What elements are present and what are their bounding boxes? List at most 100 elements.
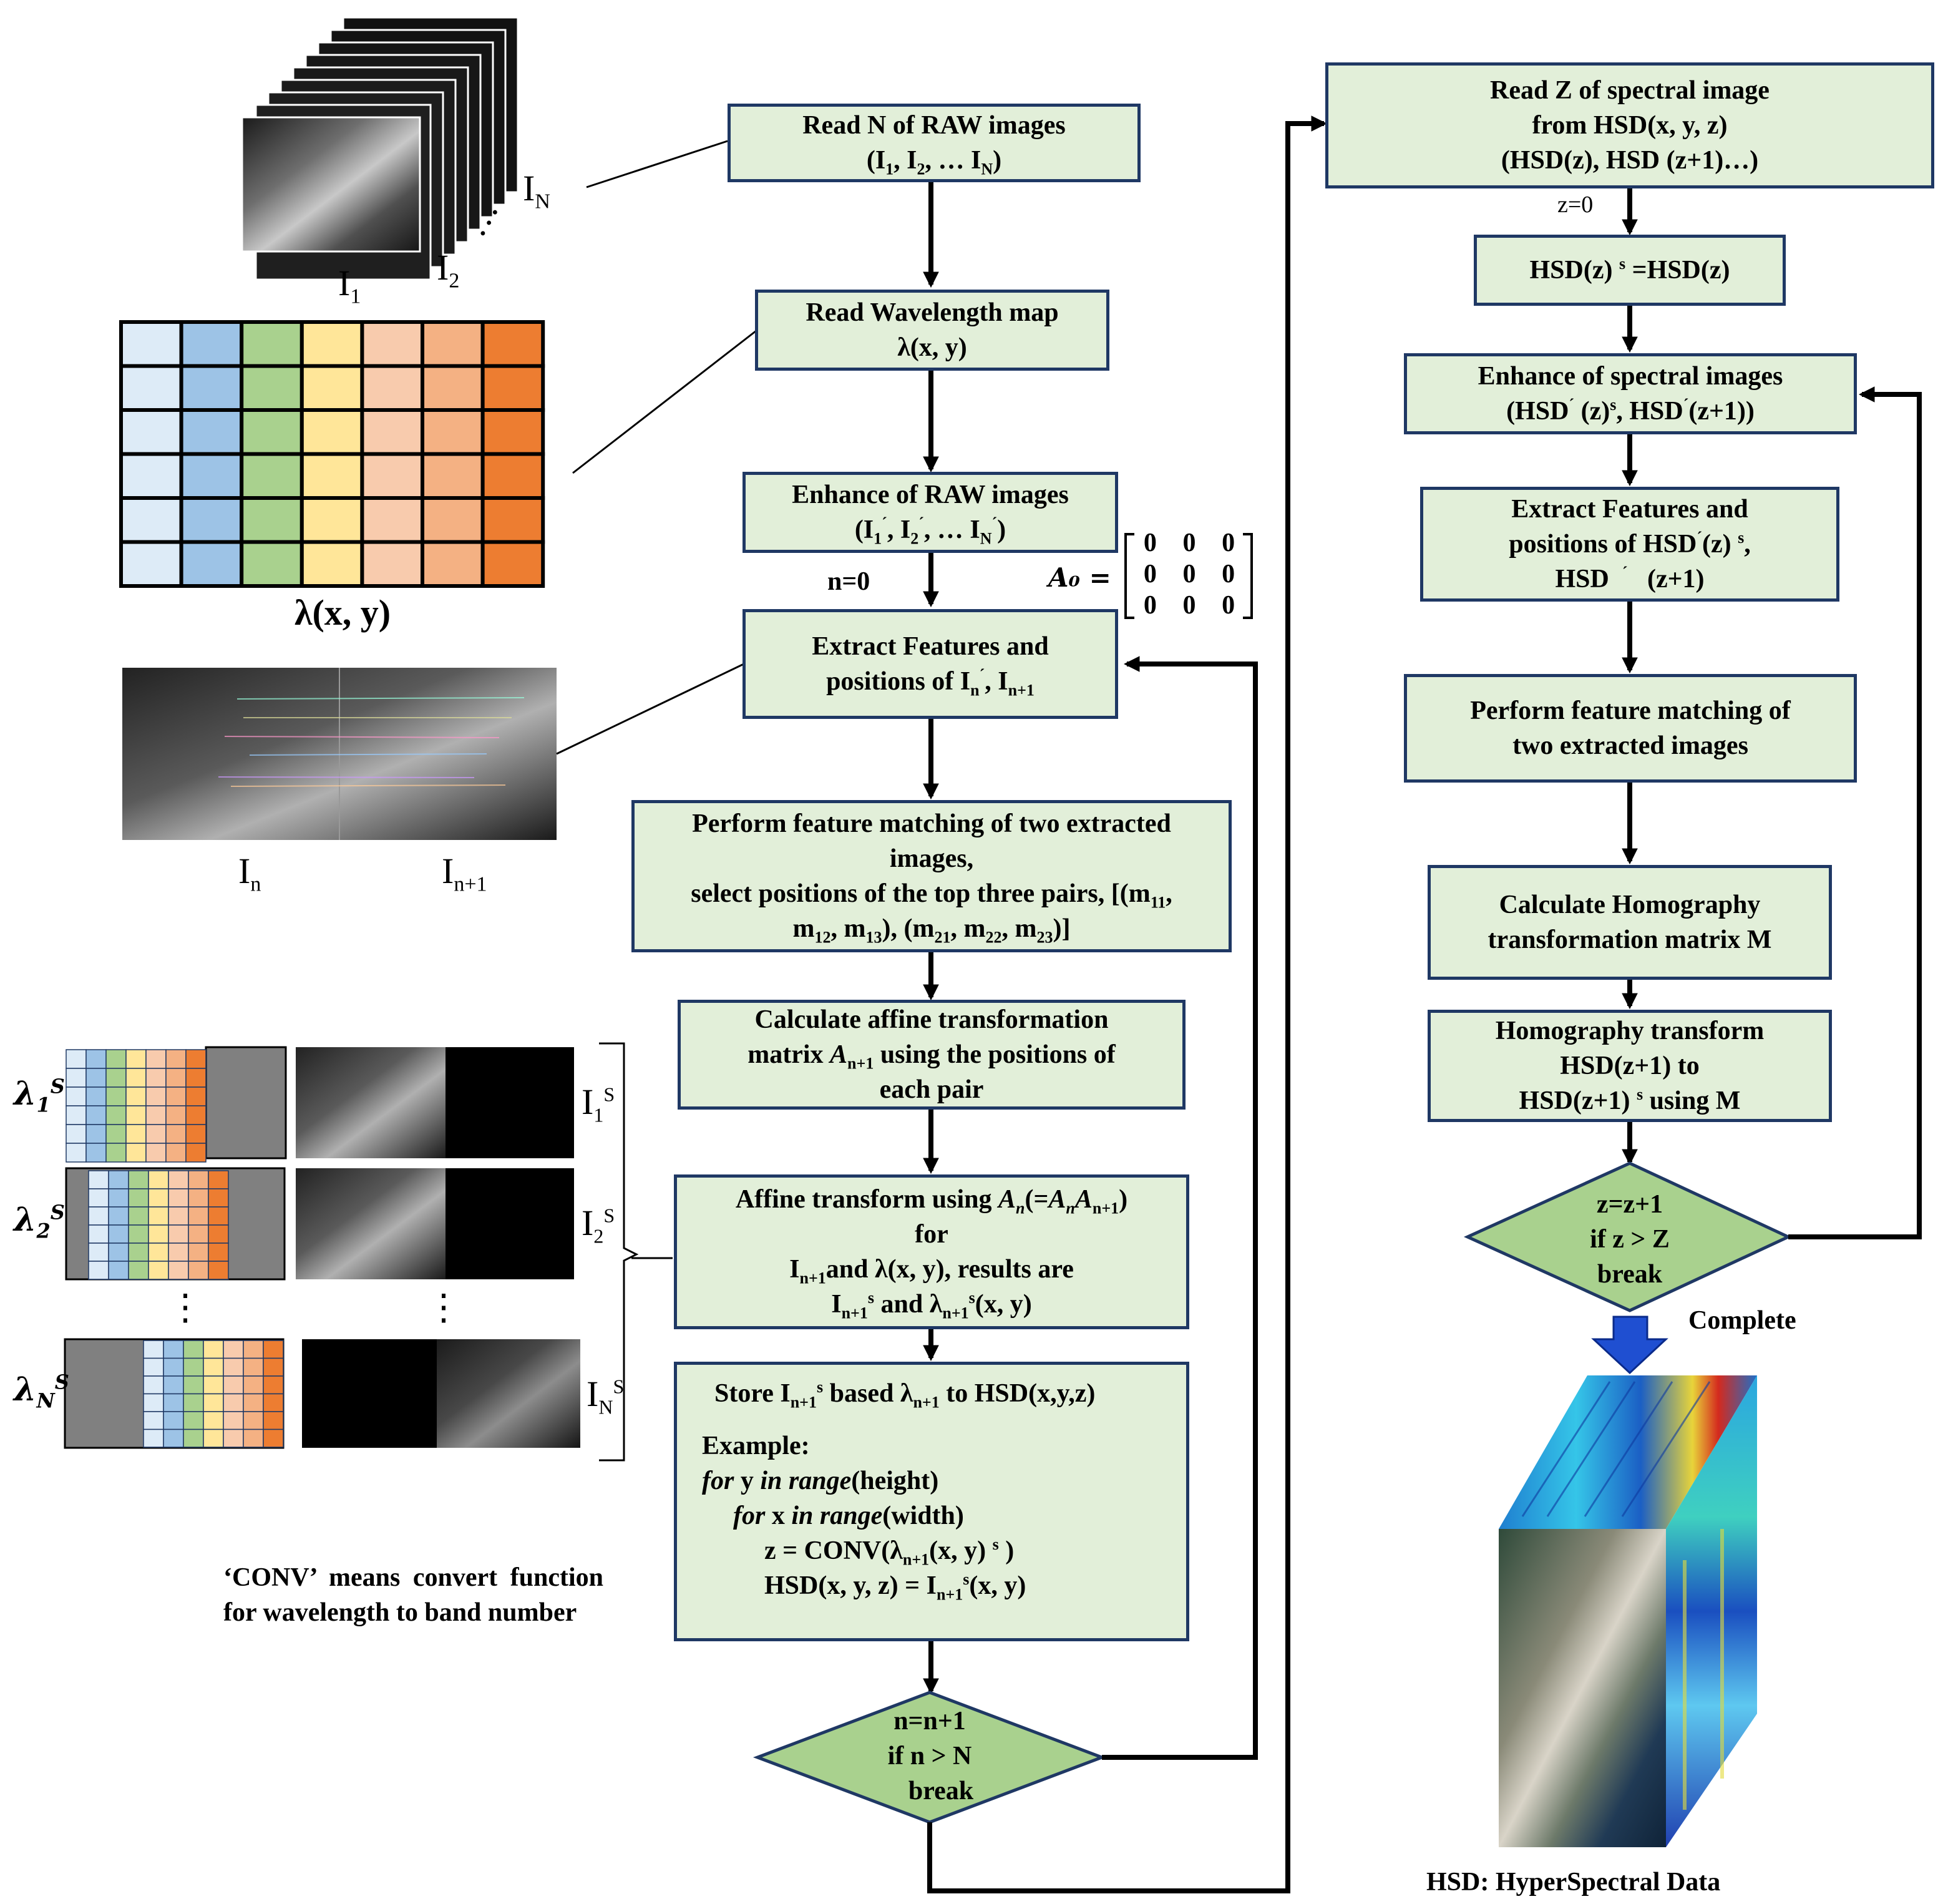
- wavelength-cell: [208, 1261, 229, 1280]
- read-z-box: Read Z of spectral image from HSD(x, y, …: [1325, 62, 1934, 188]
- wavelength-cell: [179, 540, 244, 588]
- read-z-line2: from HSD(x, y, z): [1532, 111, 1728, 140]
- label-in: IN: [523, 168, 550, 213]
- wavelength-cell: [243, 1411, 264, 1430]
- wavelength-cell: [148, 1224, 169, 1244]
- wavelength-cell: [480, 320, 545, 368]
- wavelength-cell: [208, 1170, 229, 1189]
- wavelength-cell: [165, 1124, 187, 1144]
- wavelength-cell: [125, 1049, 147, 1069]
- wavelength-cell: [105, 1086, 127, 1106]
- wavelength-cell: [223, 1340, 244, 1359]
- wavelength-cell: [203, 1428, 224, 1448]
- wavelength-cell: [128, 1188, 149, 1208]
- wavelength-cell: [108, 1261, 129, 1280]
- wavelength-cell: [119, 408, 183, 456]
- wavelength-cell: [179, 496, 244, 544]
- wavelength-cell: [480, 540, 545, 588]
- affine-transform-line3: In+1and λ(x, y), results are: [789, 1255, 1074, 1287]
- enhance-spec-line2: (HSD´ (z)s, HSD´(z+1)): [1506, 396, 1755, 426]
- wavelength-cell: [165, 1049, 187, 1069]
- homography-transform-line1: Homography transform: [1495, 1017, 1765, 1045]
- wavelength-cell: [143, 1357, 164, 1377]
- wavelength-cell: [223, 1357, 244, 1377]
- conv-note-line2: for wavelength to band number: [223, 1598, 577, 1627]
- wavelength-cell: [163, 1428, 184, 1448]
- wavelength-cell: [188, 1261, 209, 1280]
- matching-line3: select positions of the top three pairs,…: [691, 879, 1172, 912]
- wavelength-cell: [105, 1124, 127, 1144]
- wavelength-cell: [105, 1105, 127, 1125]
- wavelength-cell: [165, 1105, 187, 1125]
- extract-right-line2: positions of HSD´(z) s,: [1509, 529, 1751, 559]
- wavelength-cell: [185, 1049, 207, 1069]
- wavelength-cell: [263, 1428, 284, 1448]
- wavelength-cell: [148, 1242, 169, 1262]
- affine-transform-line2: for: [915, 1220, 948, 1249]
- hyperspectral-cube: [1499, 1375, 1757, 1847]
- loop-decision-text: n=n+1 if n > N break: [867, 1704, 992, 1809]
- conv-note-line1: ‘CONV’ means convert function: [223, 1563, 603, 1592]
- affine-transform-box: Affine transform using An(=AnAn+1) for I…: [674, 1174, 1189, 1329]
- wavelength-cell: [421, 320, 485, 368]
- wavelength-cell: [119, 540, 183, 588]
- z-decision-line3: break: [1597, 1260, 1663, 1289]
- wavelength-cell: [88, 1206, 109, 1226]
- wavelength-cell: [168, 1206, 189, 1226]
- a0-cell: 0: [1222, 529, 1235, 557]
- wavelength-cell: [263, 1411, 284, 1430]
- read-raw-line2: (I1, I2, … IN): [866, 146, 1002, 178]
- store-line4: for x in range(width): [733, 1501, 964, 1530]
- complete-label: Complete: [1688, 1306, 1796, 1335]
- wavelength-cell: [108, 1206, 129, 1226]
- wavelength-cell: [263, 1357, 284, 1377]
- wavelength-cell: [185, 1105, 207, 1125]
- matching-line2: images,: [889, 844, 974, 873]
- z-decision-line2: if z > Z: [1590, 1225, 1670, 1254]
- wavelength-cell: [143, 1411, 164, 1430]
- wavelength-cell: [183, 1375, 204, 1395]
- wavelength-cell: [66, 1124, 87, 1144]
- wavelength-cell: [185, 1068, 207, 1088]
- extract-line2: positions of In´, In+1: [826, 666, 1035, 700]
- wavelength-cell: [208, 1224, 229, 1244]
- wavelength-cell: [223, 1428, 244, 1448]
- wavelength-cell: [85, 1143, 107, 1163]
- wavelength-cell: [125, 1143, 147, 1163]
- wavelength-cell: [128, 1170, 149, 1189]
- wavelength-cell: [119, 452, 183, 500]
- wavelength-cell: [145, 1086, 167, 1106]
- label-in-s: INS: [587, 1374, 625, 1418]
- read-wavelength-line1: Read Wavelength map: [806, 298, 1059, 327]
- wavelength-cell: [183, 1340, 204, 1359]
- enhance-spectral-box: Enhance of spectral images (HSD´ (z)s, H…: [1404, 353, 1857, 434]
- read-wavelength-box: Read Wavelength map λ(x, y): [755, 290, 1109, 371]
- wavelength-cell: [145, 1143, 167, 1163]
- wavelength-cell: [240, 496, 304, 544]
- wavelength-cell: [360, 364, 425, 412]
- complete-arrow: [1591, 1316, 1668, 1375]
- wavelength-cell: [105, 1068, 127, 1088]
- wavelength-cell: [299, 496, 364, 544]
- wavelength-cell: [66, 1049, 87, 1069]
- wavelength-cell: [165, 1068, 187, 1088]
- wavelength-cell: [263, 1340, 284, 1359]
- wavelength-map-grid: [119, 320, 545, 588]
- wavelength-cell: [185, 1086, 207, 1106]
- hsd-caption: HSD: HyperSpectral Data: [1426, 1868, 1721, 1897]
- wavelength-cell: [145, 1124, 167, 1144]
- wavelength-cell: [145, 1068, 167, 1088]
- matching-line1: Perform feature matching of two extracte…: [692, 809, 1171, 838]
- homography-calc-box: Calculate Homography transformation matr…: [1428, 865, 1832, 980]
- transformed-row-n: [64, 1338, 580, 1449]
- homography-calc-line1: Calculate Homography: [1499, 891, 1761, 919]
- wavelength-cell: [168, 1242, 189, 1262]
- wavelength-cell: [188, 1206, 209, 1226]
- store-line5: z = CONV(λn+1(x, y) s ): [764, 1535, 1015, 1569]
- wavelength-cell: [185, 1124, 207, 1144]
- wavelength-cell: [66, 1143, 87, 1163]
- wavelength-cell: [243, 1357, 264, 1377]
- extract-features-right-box: Extract Features and positions of HSD´(z…: [1420, 487, 1839, 602]
- hsd-assign-box: HSD(z) s =HSD(z): [1474, 235, 1786, 306]
- wavelength-cell: [105, 1049, 127, 1069]
